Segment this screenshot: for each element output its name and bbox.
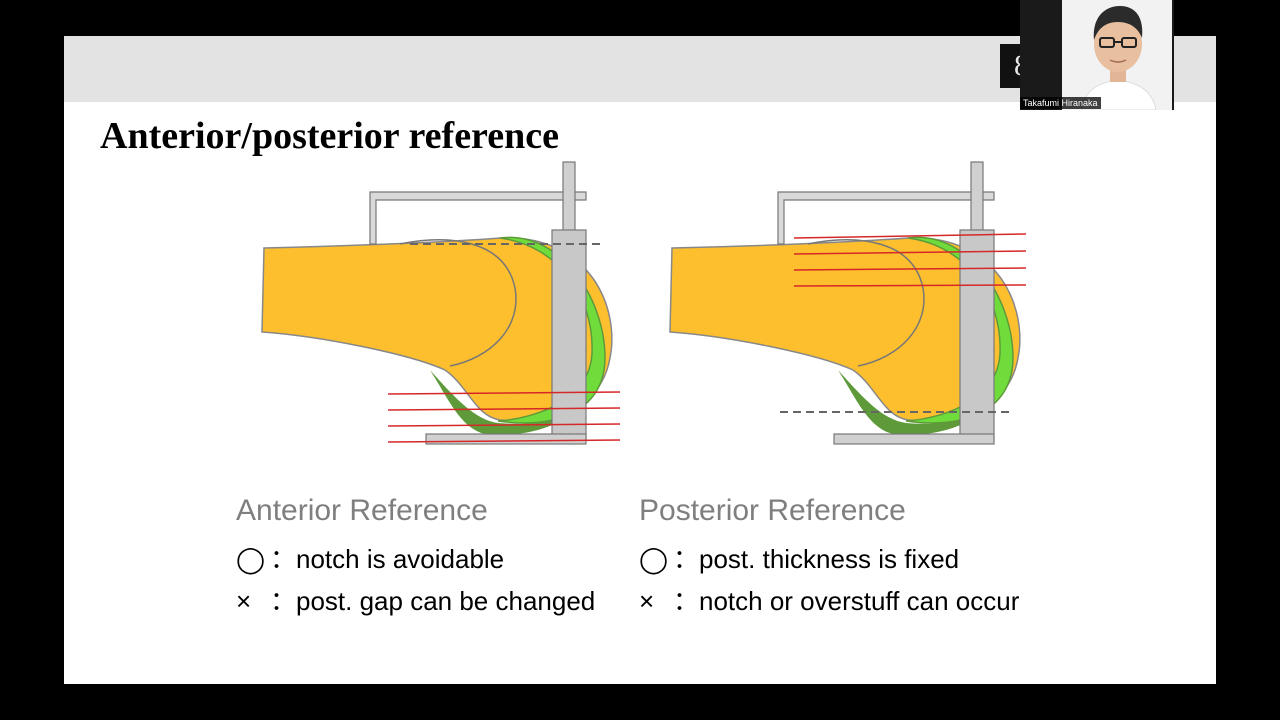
participant-video-tile[interactable]: Takafumi Hiranaka [1020, 0, 1174, 110]
circle-icon: ◯ [639, 544, 669, 574]
cutting-jig [777, 161, 995, 445]
slide-title: Anterior/posterior reference [100, 115, 559, 157]
participant-avatar [1081, 6, 1157, 110]
circle-icon: ◯ [236, 544, 266, 574]
anterior-con-text: ：post. gap can be changed [270, 586, 596, 616]
anterior-pro-text: ：notch is avoidable [270, 544, 505, 574]
slide-page-number: 8 [1000, 44, 1022, 88]
posterior-reference-heading: Posterior Reference [639, 494, 906, 527]
posterior-pro-line: ◯：post. thickness is fixed [639, 539, 959, 576]
anterior-cut-lines [793, 233, 1027, 287]
anterior-reference-diagram [261, 161, 621, 445]
cross-icon: × [639, 586, 655, 616]
anterior-reference-heading: Anterior Reference [236, 494, 488, 527]
presentation-slide: 8 Anterior/posterior reference [64, 36, 1216, 684]
cutting-jig [369, 161, 587, 445]
cross-icon: × [236, 586, 252, 616]
anterior-con-line: × ：post. gap can be changed [236, 581, 595, 618]
participant-name-label: Takafumi Hiranaka [1020, 97, 1101, 109]
posterior-pro-text: ：post. thickness is fixed [673, 544, 960, 574]
posterior-cut-lines [387, 391, 621, 443]
anterior-pro-line: ◯：notch is avoidable [236, 539, 504, 576]
posterior-con-text: ：notch or overstuff can occur [673, 586, 1020, 616]
posterior-reference-diagram [669, 161, 1027, 445]
posterior-con-line: × ：notch or overstuff can occur [639, 581, 1019, 618]
